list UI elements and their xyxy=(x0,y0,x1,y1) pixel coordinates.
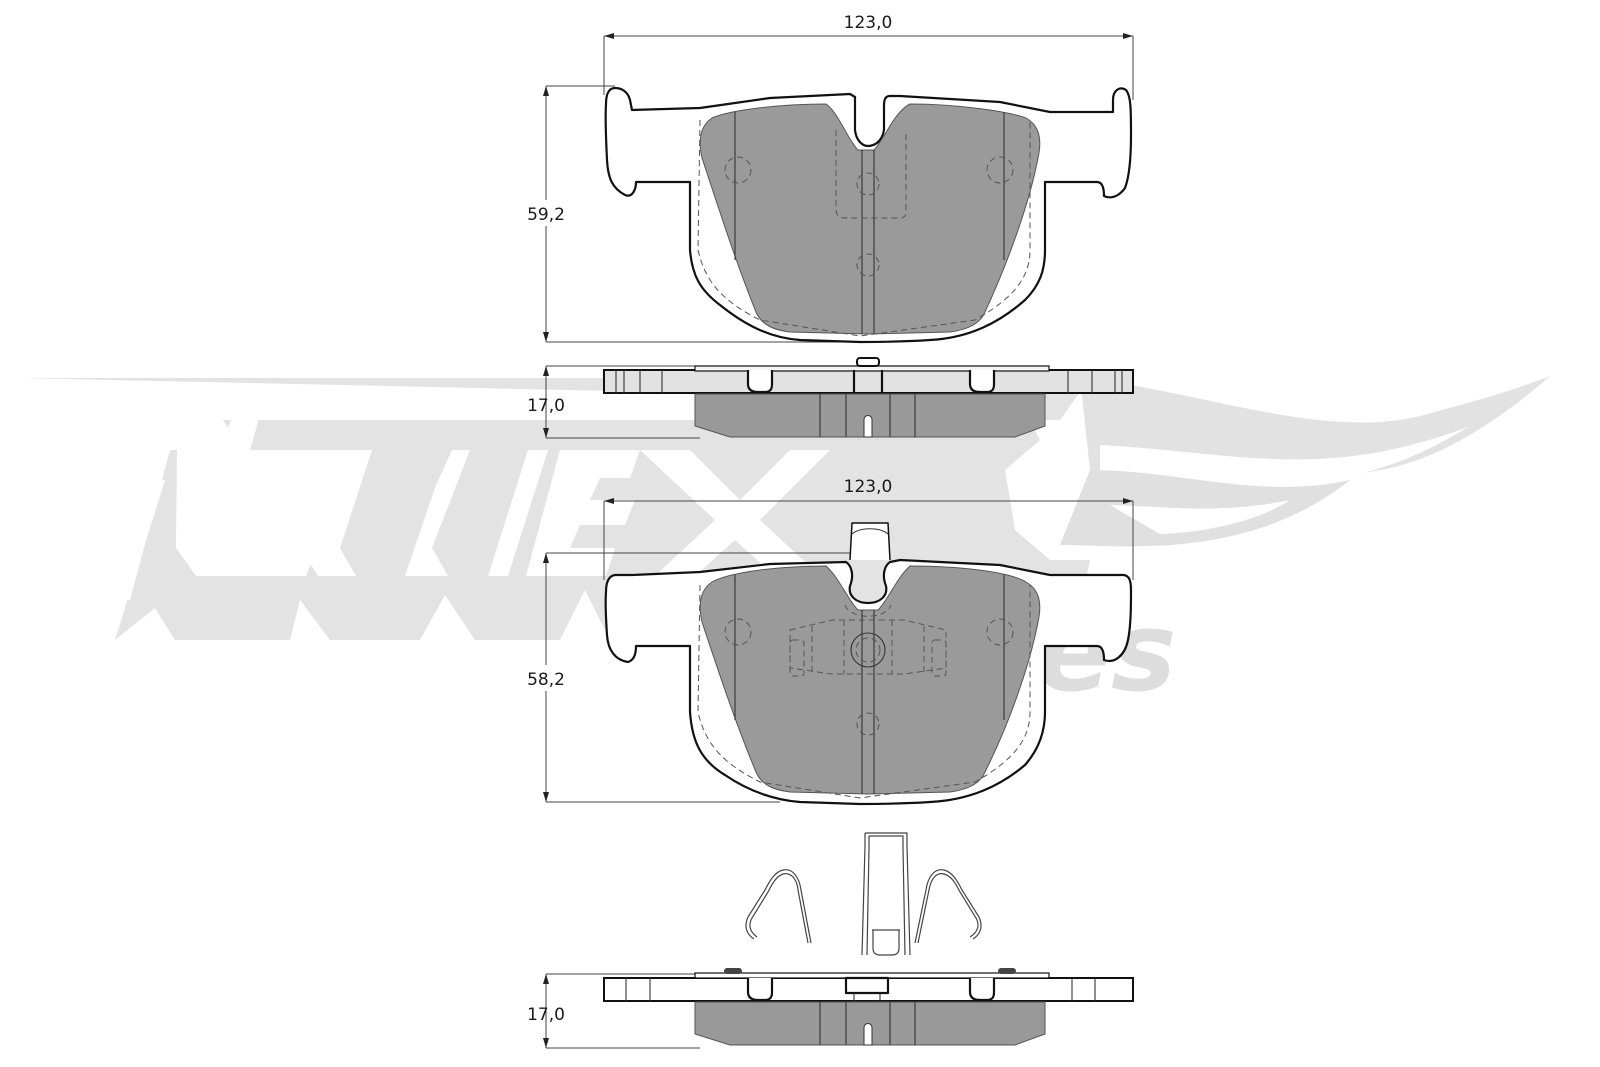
upper-pad-thickness-label: 17,0 xyxy=(527,396,565,416)
lower-pad-width-label: 123,0 xyxy=(844,477,893,497)
lower-pad-front-view: 123,0 58,2 xyxy=(520,477,1134,806)
upper-pad-height-label: 59,2 xyxy=(527,205,565,225)
upper-pad-width-label: 123,0 xyxy=(844,13,893,33)
lower-pad-height-label: 58,2 xyxy=(527,670,565,690)
upper-pad-side-view: 17,0 xyxy=(527,357,1134,439)
lower-pad-thickness-label: 17,0 xyxy=(527,1005,565,1025)
retaining-spring-clip xyxy=(745,832,982,956)
upper-pad-front-view: 123,0 59,2 xyxy=(520,13,1134,344)
lower-pad-side-view: 17,0 xyxy=(527,968,1134,1049)
tomex-watermark-logo xyxy=(22,376,1550,640)
